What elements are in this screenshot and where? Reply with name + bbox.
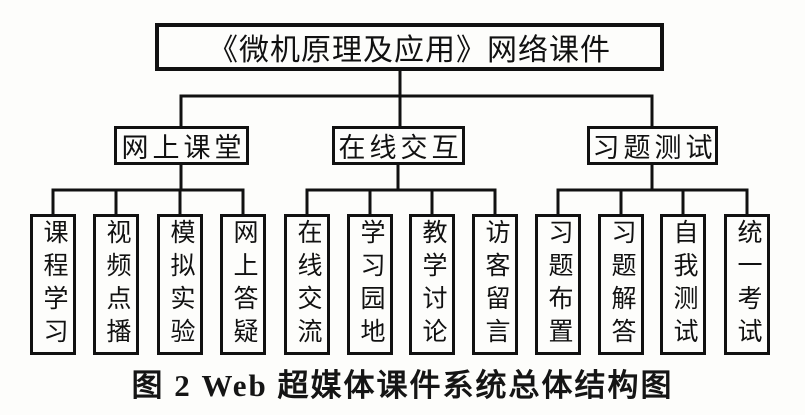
leaf-simulation-experiment-label: 模拟实验 bbox=[167, 218, 194, 351]
leaf-self-test: 自我测试 bbox=[660, 214, 706, 355]
leaf-online-communication-label: 在线交流 bbox=[294, 218, 321, 351]
leaf-video-on-demand: 视频点播 bbox=[93, 214, 139, 355]
leaf-online-communication: 在线交流 bbox=[284, 214, 330, 355]
leaf-online-qa-label: 网上答疑 bbox=[230, 218, 257, 351]
leaf-course-study-label: 课程学习 bbox=[40, 218, 67, 351]
leaf-simulation-experiment: 模拟实验 bbox=[157, 214, 203, 355]
branch-exercise-test: 习题测试 bbox=[587, 126, 718, 165]
node-root-label: 《微机原理及应用》网络课件 bbox=[208, 34, 611, 67]
leaf-exercise-assignment: 习题布置 bbox=[535, 214, 581, 355]
leaf-study-garden: 学习园地 bbox=[347, 214, 393, 355]
leaf-course-study: 课程学习 bbox=[30, 214, 76, 355]
leaf-exercise-answers-label: 习题解答 bbox=[608, 218, 635, 351]
leaf-unified-exam-label: 统一考试 bbox=[734, 218, 761, 351]
leaf-visitor-message: 访客留言 bbox=[472, 214, 518, 355]
branch-web-classroom-label: 网上课堂 bbox=[121, 133, 246, 163]
leaf-study-garden-label: 学习园地 bbox=[357, 218, 384, 351]
leaf-exercise-assignment-label: 习题布置 bbox=[545, 218, 572, 351]
branch-web-classroom: 网上课堂 bbox=[114, 126, 249, 165]
leaf-online-qa: 网上答疑 bbox=[220, 214, 266, 355]
leaf-unified-exam: 统一考试 bbox=[724, 214, 770, 355]
leaf-visitor-message-label: 访客留言 bbox=[482, 218, 509, 351]
leaf-self-test-label: 自我测试 bbox=[670, 218, 697, 351]
leaf-teaching-discussion: 教学讨论 bbox=[409, 214, 455, 355]
node-root: 《微机原理及应用》网络课件 bbox=[155, 23, 664, 71]
branch-online-interaction-label: 在线交互 bbox=[338, 133, 463, 163]
branch-online-interaction: 在线交互 bbox=[332, 126, 465, 165]
leaf-teaching-discussion-label: 教学讨论 bbox=[419, 218, 446, 351]
branch-exercise-test-label: 习题测试 bbox=[592, 133, 717, 163]
leaf-exercise-answers: 习题解答 bbox=[598, 214, 644, 355]
figure-caption: 图 2 Web 超媒体课件系统总体结构图 bbox=[131, 368, 674, 403]
leaf-video-on-demand-label: 视频点播 bbox=[103, 218, 130, 351]
